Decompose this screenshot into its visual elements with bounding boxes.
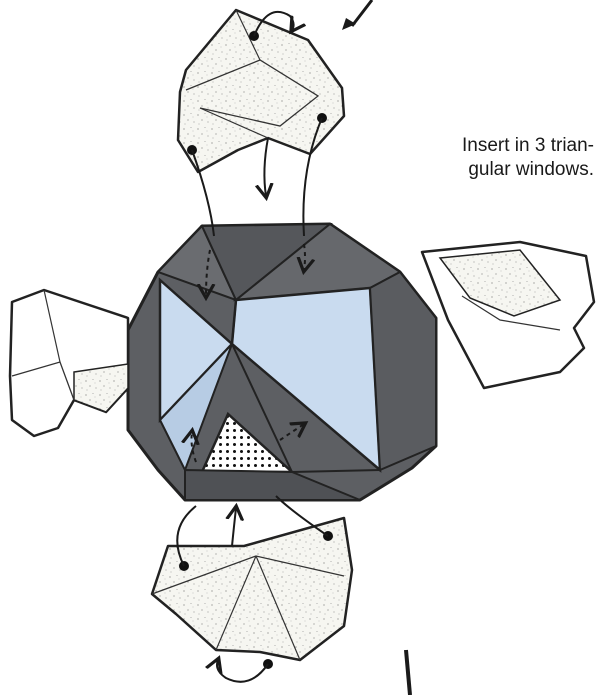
top-arrow-tip [342,18,356,30]
paper-unit-right [422,242,594,388]
solid-arrow-top-center [264,138,268,196]
bottom-stroke-marker [406,650,410,695]
facet-right [370,272,436,470]
paper-left-outline [10,290,128,436]
instruction-caption: Insert in 3 trian- gular windows. [404,134,594,182]
paper-unit-left [10,290,128,436]
paper-bottom-outline [152,518,352,660]
instruction-line-2: gular windows. [404,158,594,182]
paper-top-outline [178,10,344,172]
top-arrow-stroke [352,0,372,26]
instruction-line-1: Insert in 3 trian- [404,134,594,158]
stippled-paper-unit-bottom [152,496,352,682]
stippled-paper-unit-top [178,10,344,236]
solid-arrow-bottom-center [232,508,236,546]
polyhedron-body [128,224,436,500]
paper-left-speckle [74,364,128,412]
solid-arrow-bottom-loop [217,660,268,682]
